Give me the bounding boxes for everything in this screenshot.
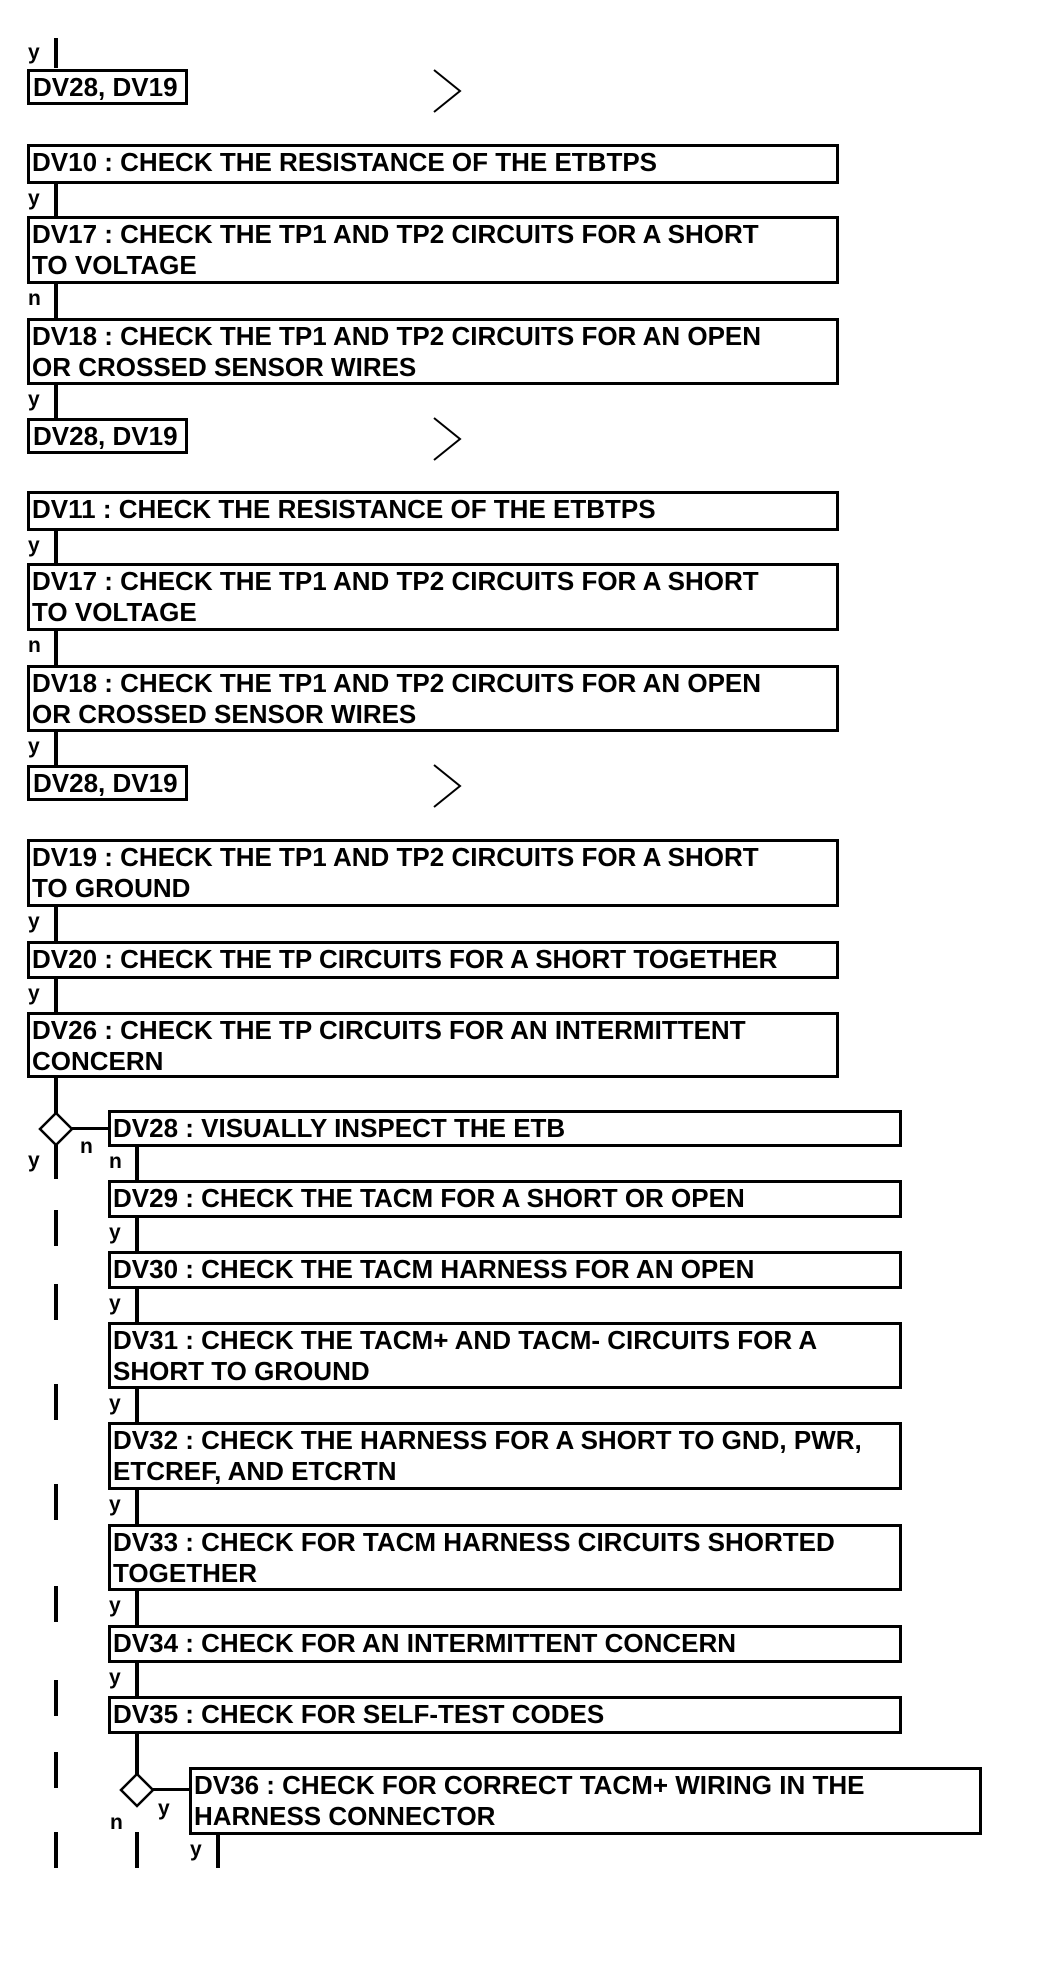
connector-line [54,184,58,216]
step-dv34: DV34 : CHECK FOR AN INTERMITTENT CONCERN [108,1625,902,1663]
connector-line [135,1490,139,1524]
edge-label-yes: y [28,1149,40,1172]
step-dv17: DV17 : CHECK THE TP1 AND TP2 CIRCUITS FO… [27,563,839,631]
step-dv32: DV32 : CHECK THE HARNESS FOR A SHORT TO … [108,1422,902,1490]
connector-line [54,631,58,665]
step-dv30: DV30 : CHECK THE TACM HARNESS FOR AN OPE… [108,1251,902,1289]
edge-label-yes: y [28,982,40,1005]
step-dv31: DV31 : CHECK THE TACM+ AND TACM- CIRCUIT… [108,1322,902,1389]
yes-branch-line [54,1284,58,1320]
connector-line [216,1835,220,1868]
yes-branch-line [54,1586,58,1622]
step-dv17: DV17 : CHECK THE TP1 AND TP2 CIRCUITS FO… [27,216,839,284]
connector-line [135,1389,139,1422]
edge-label-no: n [28,287,41,310]
decision-diamond [119,1772,155,1808]
edge-label-yes: y [28,910,40,933]
connector-line [54,38,58,68]
step-dv29: DV29 : CHECK THE TACM FOR A SHORT OR OPE… [108,1180,902,1218]
connector-line [135,1591,139,1625]
step-dv36: DV36 : CHECK FOR CORRECT TACM+ WIRING IN… [189,1767,982,1835]
connector-line [135,1734,139,1776]
connector-line [54,732,58,765]
edge-label-yes: y [109,1221,121,1244]
step-dv19: DV19 : CHECK THE TP1 AND TP2 CIRCUITS FO… [27,839,839,907]
edge-label-no: n [109,1150,122,1173]
connector-line [54,284,58,318]
connector-line [135,1147,139,1180]
connector-line [135,1218,139,1251]
edge-label-yes: y [109,1493,121,1516]
reference-box-dv28-dv19: DV28, DV19 [27,765,188,801]
edge-label-yes: y [109,1666,121,1689]
connector-line [135,1289,139,1322]
edge-label-yes: y [28,534,40,557]
connector-line [54,385,58,418]
edge-label-yes: y [28,735,40,758]
chevron-icon [433,69,462,113]
connector-line [54,979,58,1012]
step-dv28: DV28 : VISUALLY INSPECT THE ETB [108,1110,902,1147]
edge-label-no: n [80,1135,93,1158]
chevron-icon [433,417,462,461]
step-dv18: DV18 : CHECK THE TP1 AND TP2 CIRCUITS FO… [27,665,839,732]
step-dv35: DV35 : CHECK FOR SELF-TEST CODES [108,1696,902,1734]
edge-label-yes: y [109,1594,121,1617]
edge-label-yes: y [109,1292,121,1315]
connector-line [135,1832,139,1868]
decision-diamond [38,1111,74,1147]
reference-box-dv28-dv19: DV28, DV19 [27,418,188,454]
edge-label-yes: y [109,1392,121,1415]
edge-label-yes: y [28,388,40,411]
connector-line [54,1078,58,1114]
step-dv20: DV20 : CHECK THE TP CIRCUITS FOR A SHORT… [27,941,839,979]
yes-branch-line [54,1832,58,1868]
step-dv18: DV18 : CHECK THE TP1 AND TP2 CIRCUITS FO… [27,318,839,385]
edge-label-yes: y [28,41,40,64]
connector-line [135,1663,139,1696]
chevron-icon [433,764,462,808]
edge-label-yes: y [158,1797,170,1820]
yes-branch-line [54,1752,58,1788]
connector-line [54,1145,58,1179]
step-dv11: DV11 : CHECK THE RESISTANCE OF THE ETBTP… [27,491,839,531]
edge-label-no: n [28,634,41,657]
connector-line [54,907,58,941]
yes-branch-line [54,1210,58,1246]
reference-box-dv28-dv19: DV28, DV19 [27,69,188,105]
connector-line [72,1127,110,1130]
step-dv10: DV10 : CHECK THE RESISTANCE OF THE ETBTP… [27,144,839,184]
edge-label-yes: y [28,187,40,210]
yes-branch-line [54,1680,58,1716]
edge-label-no: n [110,1811,123,1834]
connector-line [153,1788,191,1791]
step-dv33: DV33 : CHECK FOR TACM HARNESS CIRCUITS S… [108,1524,902,1591]
yes-branch-line [54,1484,58,1520]
yes-branch-line [54,1384,58,1420]
edge-label-yes: y [190,1838,202,1861]
connector-line [54,531,58,563]
step-dv26: DV26 : CHECK THE TP CIRCUITS FOR AN INTE… [27,1012,839,1078]
